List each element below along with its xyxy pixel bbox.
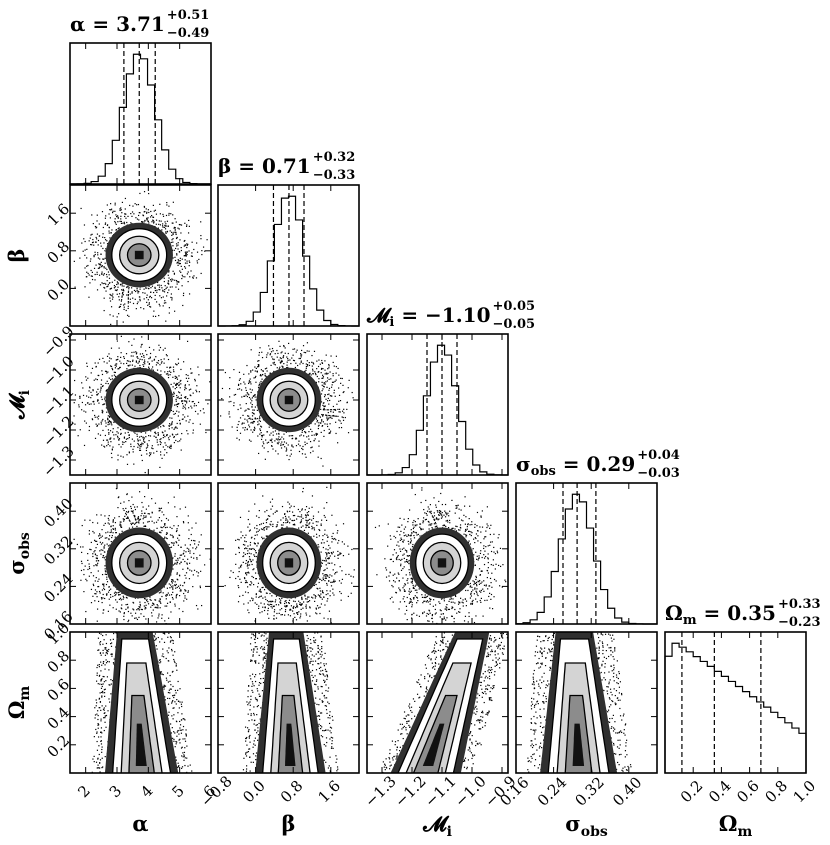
- panel-frame: [69, 631, 212, 774]
- title-plus-alpha: +0.51: [167, 8, 210, 23]
- panel-grid: α = 3.71+0.51 −0.49 β = 0.71+0.32 −0.33 𝓜i =…: [4, 8, 821, 840]
- density-peak: [422, 723, 445, 766]
- density-panel-omega_m-vs-Mi: [366, 631, 509, 774]
- density-peak: [134, 395, 144, 405]
- title-sigma_obs: σobs = 0.29: [516, 452, 635, 479]
- title-Mi: 𝓜i = −1.10: [366, 303, 491, 330]
- title-omega_m: Ωm = 0.35: [665, 601, 776, 628]
- x-axis-label-omega_m: Ωm: [719, 811, 753, 840]
- title-beta: β = 0.71: [218, 154, 311, 178]
- panel-frame: [69, 184, 212, 327]
- histogram-panel-sigma_obs: σobs = 0.29+0.04 −0.03: [515, 448, 680, 625]
- panel-frame: [366, 631, 509, 774]
- x-axis-label-beta: β: [282, 811, 296, 836]
- panel-frame-alpha: [69, 42, 212, 185]
- density-peak: [285, 723, 296, 766]
- density-peak: [437, 558, 447, 568]
- title-plus-Mi: +0.05: [493, 299, 536, 314]
- y-axis-label-omega_m: Ωm: [4, 686, 33, 720]
- density-panel-sigma_obs-vs-beta: [217, 482, 360, 625]
- density-panel-Mi-vs-beta: [217, 333, 360, 476]
- histogram-panel-alpha: α = 3.71+0.51 −0.49: [69, 8, 212, 185]
- y-axis-label-Mi: 𝓜i: [4, 390, 33, 420]
- title-plus-sigma_obs: +0.04: [637, 448, 680, 463]
- panel-frame: [69, 482, 212, 625]
- density-panel-omega_m-vs-alpha: [69, 631, 212, 774]
- density-peak: [134, 250, 144, 260]
- density-panel-beta-vs-alpha: [69, 184, 212, 327]
- panel-frame-beta: [217, 184, 360, 327]
- panel-frame: [217, 333, 360, 476]
- panel-frame: [217, 482, 360, 625]
- x-axis-label-Mi: 𝓜i: [422, 811, 452, 840]
- title-alpha: α = 3.71: [70, 12, 165, 36]
- panel-frame: [515, 631, 658, 774]
- title-plus-beta: +0.32: [313, 150, 356, 165]
- panel-frame-sigma_obs: [515, 482, 658, 625]
- y-axis-label-beta: β: [4, 249, 29, 263]
- panel-frame-omega_m: [664, 631, 807, 774]
- title-minus-beta: −0.33: [313, 168, 356, 183]
- histogram-step-alpha: [69, 53, 212, 185]
- title-plus-omega_m: +0.33: [778, 597, 821, 612]
- histogram-panel-beta: β = 0.71+0.32 −0.33: [217, 150, 360, 327]
- histogram-panel-omega_m: Ωm = 0.35+0.33 −0.23: [664, 597, 821, 774]
- contour-level-1: [412, 694, 458, 773]
- density-panel-omega_m-vs-sigma_obs: [515, 631, 658, 774]
- panel-frame: [69, 333, 212, 476]
- density-panel-sigma_obs-vs-alpha: [69, 482, 212, 625]
- title-minus-Mi: −0.05: [493, 317, 536, 332]
- y-axis-label-sigma_obs: σobs: [4, 532, 33, 575]
- x-axis-label-sigma_obs: σobs: [565, 811, 608, 840]
- panel-frame-Mi: [366, 333, 509, 476]
- title-minus-alpha: −0.49: [167, 26, 210, 41]
- title-minus-sigma_obs: −0.03: [637, 466, 680, 481]
- density-peak: [134, 558, 144, 568]
- density-peak: [135, 723, 147, 766]
- title-minus-omega_m: −0.23: [778, 615, 821, 630]
- density-peak: [572, 723, 585, 766]
- x-axis-label-alpha: α: [132, 811, 148, 836]
- density-panel-Mi-vs-alpha: [69, 333, 212, 476]
- density-peak: [284, 395, 294, 405]
- density-panel-omega_m-vs-beta: [217, 631, 360, 774]
- density-panel-sigma_obs-vs-Mi: [366, 482, 509, 625]
- histogram-step-omega_m: [664, 642, 807, 773]
- panel-frame: [366, 482, 509, 625]
- panel-frame: [217, 631, 360, 774]
- density-peak: [284, 558, 294, 568]
- histogram-panel-Mi: 𝓜i = −1.10+0.05 −0.05: [366, 299, 536, 476]
